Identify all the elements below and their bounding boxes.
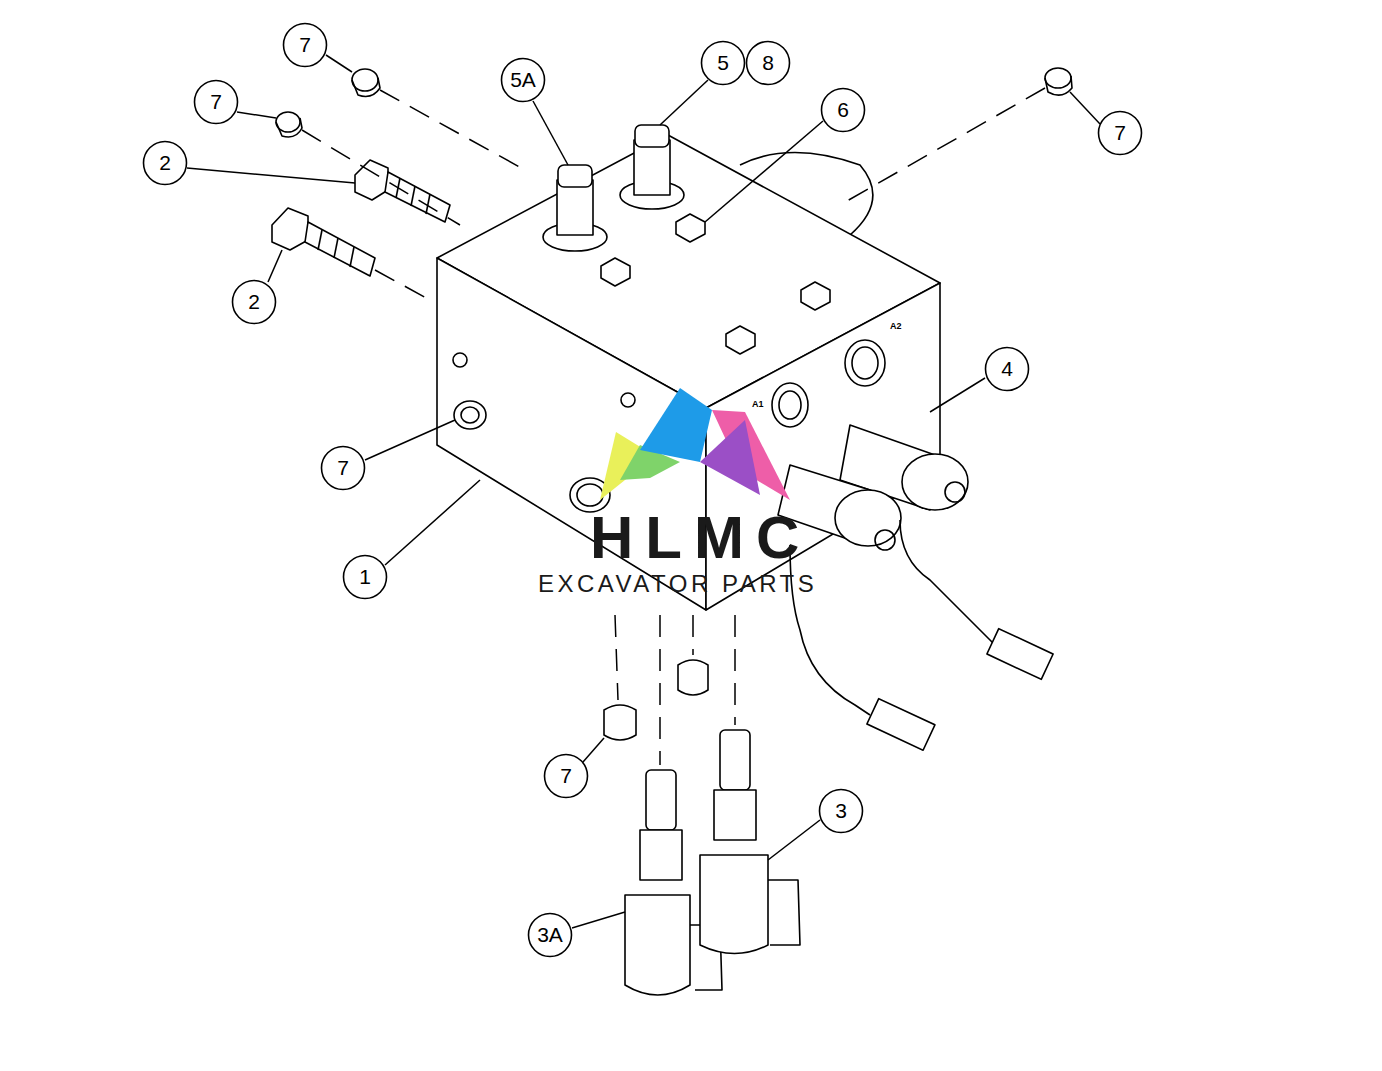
callout-circle: 7 [544, 754, 588, 798]
callout-circle: 7 [194, 80, 238, 124]
watermark-text: HLMC [590, 508, 811, 568]
callout-number: 1 [343, 555, 387, 599]
callout-number: 6 [821, 88, 865, 132]
callout-circle: 7 [321, 446, 365, 490]
watermark-logo [600, 388, 790, 500]
callout-number: 7 [1098, 111, 1142, 155]
callout-circle: 5A [501, 58, 545, 102]
callout-number: 7 [544, 754, 588, 798]
callout-number: 3 [819, 789, 863, 833]
callout-number: 5 [701, 41, 745, 85]
callout-circle: 2 [232, 280, 276, 324]
callout-circle: 3 [819, 789, 863, 833]
callout-number: 7 [321, 446, 365, 490]
callout-circle: 4 [985, 347, 1029, 391]
callout-number: 5A [501, 58, 545, 102]
callout-number: 2 [143, 141, 187, 185]
port-label: A2 [890, 322, 902, 331]
callout-circle: 1 [343, 555, 387, 599]
callout-number: 4 [985, 347, 1029, 391]
callout-circle: 6 [821, 88, 865, 132]
callout-number: 3A [528, 913, 572, 957]
callout-circle: 5 [701, 41, 745, 85]
callout-number: 7 [194, 80, 238, 124]
callout-number: 7 [283, 23, 327, 67]
callout-circle: 3A [528, 913, 572, 957]
port-label: A1 [752, 400, 764, 409]
callout-circle: 8 [746, 41, 790, 85]
callout-circle: 7 [1098, 111, 1142, 155]
callout-number: 8 [746, 41, 790, 85]
callout-circle: 7 [283, 23, 327, 67]
callout-number: 2 [232, 280, 276, 324]
callout-circle: 2 [143, 141, 187, 185]
watermark-text: EXCAVATOR PARTS [538, 572, 817, 596]
